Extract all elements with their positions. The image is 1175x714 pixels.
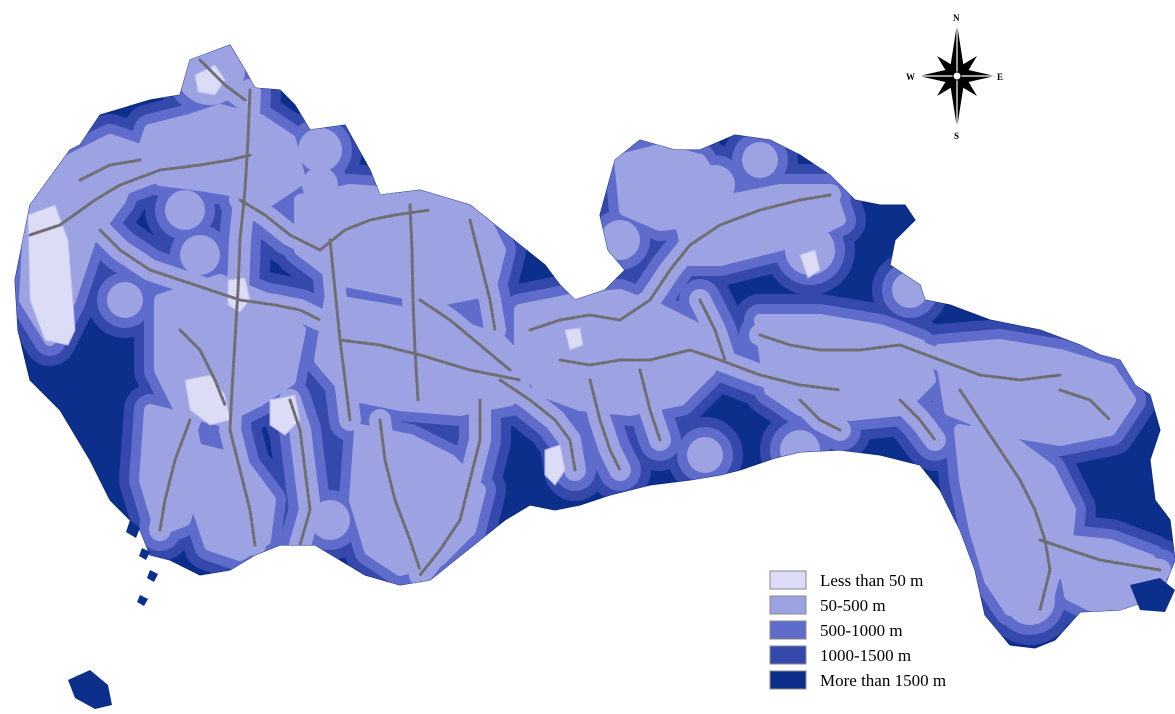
road-line-14 xyxy=(338,338,522,382)
buffer-zones xyxy=(15,45,1175,645)
legend-label-0: Less than 50 m xyxy=(820,571,923,590)
road-line-13 xyxy=(158,418,192,532)
zone-50-500-blob-19 xyxy=(1098,558,1142,602)
zone-50-500-area-13 xyxy=(189,444,276,561)
road-line-28 xyxy=(898,343,1062,382)
legend-swatch-4 xyxy=(769,670,807,690)
road-line-32 xyxy=(1038,538,1162,572)
zone-50-500-blob-13 xyxy=(310,500,350,540)
road-line-25 xyxy=(638,368,662,442)
zone-50-500-blob-9 xyxy=(600,220,640,260)
road-line-24 xyxy=(588,378,622,472)
road-line-26 xyxy=(698,298,727,362)
zone-50-500-blob-23 xyxy=(968,358,1012,402)
road-line-17 xyxy=(418,398,482,577)
road-line-5 xyxy=(238,298,322,322)
road-line-30 xyxy=(1018,478,1052,612)
zone-lt-50-area-1 xyxy=(194,64,226,96)
road-line-10 xyxy=(178,328,227,407)
road-network xyxy=(28,58,1162,612)
zone-50-500-blob-1 xyxy=(298,128,342,172)
zone-50-500-blob-6 xyxy=(620,150,680,210)
zone-50-500-blob-8 xyxy=(742,142,778,178)
road-line-33 xyxy=(898,398,937,442)
road-line-20 xyxy=(528,298,652,332)
road-line-27 xyxy=(758,333,902,352)
zone-50-500-blob-15 xyxy=(780,430,820,470)
legend-label-1: 50-500 m xyxy=(820,596,886,615)
zone-50-500-blob-16 xyxy=(1040,405,1080,445)
road-line-2 xyxy=(198,58,247,102)
road-line-4 xyxy=(98,228,242,302)
zone-lt-50-area-6 xyxy=(564,327,584,351)
legend-label-4: More than 1500 m xyxy=(820,671,946,690)
compass-north-label: N xyxy=(953,13,960,23)
road-line-31 xyxy=(1058,388,1112,422)
compass-east-label: E xyxy=(997,72,1003,82)
compass-center xyxy=(952,71,962,81)
zone-50-500-blob-5 xyxy=(180,235,220,275)
legend-swatch-0 xyxy=(769,570,807,590)
legend-label-2: 500-1000 m xyxy=(820,621,903,640)
zone-50-500-blob-7 xyxy=(695,165,735,205)
road-line-8 xyxy=(408,203,420,402)
zone-50-500-blob-21 xyxy=(535,315,585,365)
legend-swatch-2 xyxy=(769,620,807,640)
road-line-0 xyxy=(28,153,252,237)
road-line-23 xyxy=(688,348,842,392)
road-line-16 xyxy=(468,218,497,332)
zone-50-500-blob-11 xyxy=(892,272,928,308)
zone-50-500-blob-18 xyxy=(1005,575,1055,625)
compass-south-label: S xyxy=(954,131,959,141)
road-line-3 xyxy=(78,158,142,182)
zone-lt-50-area-7 xyxy=(799,249,821,279)
compass-west-label: W xyxy=(906,72,915,82)
zone-50-500-blob-14 xyxy=(405,455,455,505)
road-line-7 xyxy=(318,208,432,252)
road-line-12 xyxy=(288,398,312,547)
zone-50-500-area-9 xyxy=(754,314,936,421)
zone-50-500-blob-10 xyxy=(785,225,835,275)
map-legend: Less than 50 m 50-500 m 500-1000 m 1000-… xyxy=(769,570,946,690)
zone-50-500-area-3 xyxy=(294,184,506,306)
zone-50-500-blob-3 xyxy=(165,190,205,230)
zone-lt-50-area-0 xyxy=(27,204,76,346)
zone-50-500-blob-12 xyxy=(687,437,723,473)
zone-50-500-blob-17 xyxy=(1080,380,1120,420)
road-line-21 xyxy=(648,193,832,302)
road-line-29 xyxy=(958,388,1022,482)
zone-lt-50-area-5 xyxy=(544,444,566,486)
road-line-15 xyxy=(418,298,512,372)
compass-rose: N S E W xyxy=(906,13,1003,141)
legend-label-3: 1000-1500 m xyxy=(820,646,911,665)
road-line-34 xyxy=(798,398,842,432)
road-line-18 xyxy=(378,418,422,572)
road-line-19 xyxy=(498,378,577,472)
zone-50-500-blob-4 xyxy=(107,282,143,318)
compass-star-highlight xyxy=(919,24,995,128)
road-line-1 xyxy=(228,88,252,432)
zone-50-500-blob-2 xyxy=(302,167,338,203)
road-line-22 xyxy=(558,348,692,367)
road-line-11 xyxy=(228,428,257,547)
legend-swatch-1 xyxy=(769,595,807,615)
islands xyxy=(68,520,1175,709)
road-line-6 xyxy=(238,198,322,252)
zone-50-500-area-1 xyxy=(134,104,306,206)
legend-swatch-3 xyxy=(769,645,807,665)
